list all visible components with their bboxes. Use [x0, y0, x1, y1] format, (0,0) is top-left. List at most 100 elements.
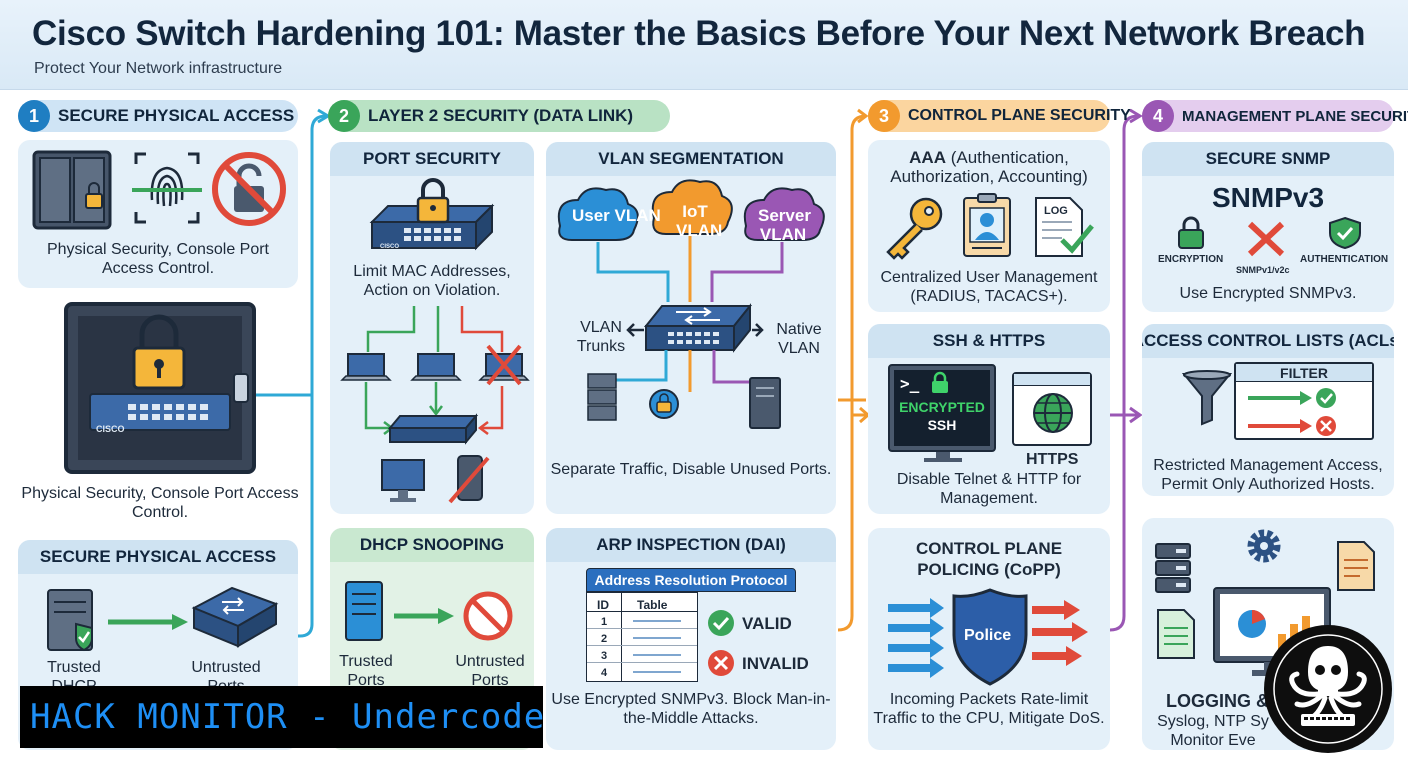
logging-panel: LOGGING & M Syslog, NTP Sy Monitor Eve — [1142, 518, 1394, 750]
step-number: 3 — [868, 100, 900, 132]
arp-row-id: 4 — [601, 667, 608, 679]
vlan-segmentation-panel: VLAN SEGMENTATION User VLAN IoT VLAN Ser… — [546, 142, 836, 514]
column-header-management-plane: 4 MANAGEMENT PLANE SECURITY — [1142, 100, 1408, 132]
police-shield-label: Police — [964, 627, 1012, 644]
invalid-label: INVALID — [742, 654, 809, 673]
panel-title: SECURE PHYSICAL ACCESS — [18, 540, 298, 574]
gear-icon — [1247, 529, 1281, 563]
no-unlock-icon — [212, 152, 286, 226]
log-file-icon — [1157, 609, 1195, 659]
log-document-icon — [1035, 197, 1094, 257]
server-icon — [47, 589, 93, 652]
step-number: 4 — [1142, 100, 1174, 132]
page-subtitle: Protect Your Network infrastructure — [34, 60, 283, 77]
step-number: 2 — [328, 100, 360, 132]
column-title: CONTROL PLANE SECURITY — [908, 107, 1131, 124]
watermark-banner: HACK MONITOR - Undercode — [20, 686, 546, 748]
arp-row-id: 1 — [601, 616, 608, 628]
globe-icon — [1033, 393, 1073, 433]
ssh-label: SSH — [927, 417, 957, 433]
panel-title: SSH & HTTPS — [868, 324, 1110, 358]
arp-inspection-panel: ARP INSPECTION (DAI) Address Resolution … — [546, 528, 836, 750]
dhcp-server-icon — [345, 581, 383, 641]
title-bar: Cisco Switch Hardening 101: Master the B… — [0, 0, 1408, 90]
column-header-physical: 1 SECURE PHYSICAL ACCESS — [18, 100, 298, 132]
arp-col-id: ID — [597, 598, 609, 612]
column-title: SECURE PHYSICAL ACCESS — [58, 106, 295, 125]
filter-results — [1248, 388, 1336, 436]
authentication-label: AUTHENTICATION — [1300, 254, 1389, 265]
encrypted-label: ENCRYPTED — [899, 399, 985, 415]
key-icon — [886, 197, 943, 260]
copp-panel: CONTROL PLANE POLICING (CoPP) Police Inc… — [868, 528, 1110, 750]
green-arrow-icon — [394, 608, 454, 624]
panel-title: DHCP SNOOPING — [330, 528, 534, 562]
arp-row-id: 3 — [601, 650, 608, 662]
green-arrow-icon — [108, 614, 188, 630]
octopus-logo-icon — [1264, 625, 1392, 753]
aaa-title-rest: (Authentication, Authorization, Accounti… — [890, 148, 1088, 186]
physical-access-caption: Physical Security, Console Port Access C… — [46, 241, 269, 277]
log-label: LOG — [1044, 205, 1068, 217]
x-circle-icon — [708, 650, 734, 676]
panel-title: SECURE SNMP — [1142, 142, 1394, 176]
switch-icon — [191, 586, 279, 648]
acl-caption: Restricted Management Access, Permit Onl… — [1153, 457, 1383, 493]
rack-caption: Physical Security, Console Port Access C… — [21, 485, 299, 521]
panel-title: VLAN SEGMENTATION — [546, 142, 836, 176]
rack-brand-label: CISCO — [96, 424, 125, 434]
arp-table: ID Table 1 2 3 4 — [586, 592, 698, 682]
switch-brand-label: CISCO — [380, 244, 400, 250]
ssh-terminal: >_ ENCRYPTED SSH — [888, 364, 996, 452]
physical-access-panel: Physical Security, Console Port Access C… — [18, 140, 298, 288]
iot-vlan-label: IoT VLAN — [676, 202, 723, 240]
check-circle-icon — [708, 610, 734, 636]
snmp-caption: Use Encrypted SNMPv3. — [1179, 285, 1357, 302]
locked-switch-icon — [369, 178, 495, 251]
step-number: 1 — [18, 100, 50, 132]
user-vlan-label: User VLAN — [572, 206, 661, 225]
logging-caption: Syslog, NTP Sy Monitor Eve — [1157, 713, 1269, 749]
watermark-text: HACK MONITOR - Undercode — [30, 697, 546, 737]
filter-box: FILTER — [1234, 362, 1374, 440]
vlan-trunks-label: VLAN Trunks — [576, 319, 626, 355]
fingerprint-icon — [132, 152, 202, 224]
cabinet-icon — [32, 150, 112, 230]
snmpv3-heading: SNMPv3 — [1211, 182, 1325, 213]
trusted-ports-label: Trusted Ports — [339, 653, 393, 689]
arp-col-table: Table — [637, 598, 668, 612]
valid-label: VALID — [742, 614, 792, 633]
column-header-layer2: 2 LAYER 2 SECURITY (DATA LINK) — [328, 100, 670, 132]
ssh-caption: Disable Telnet & HTTP for Management. — [896, 471, 1082, 507]
native-vlan-label: Native VLAN — [776, 321, 822, 357]
lock-icon — [932, 371, 948, 393]
panel-title: ACCESS CONTROL LISTS (ACLs) — [1142, 324, 1394, 358]
column-title: MANAGEMENT PLANE SECURITY — [1182, 107, 1408, 125]
ssh-https-panel: SSH & HTTPS >_ ENCRYPTED SSH HTTPS Disab… — [868, 324, 1110, 514]
https-label: HTTPS — [1026, 451, 1079, 468]
logging-title: LOGGING & M — [1166, 691, 1289, 711]
arp-caption: Use Encrypted SNMPv3. Block Man-in-the-M… — [551, 691, 831, 727]
locked-rack-icon — [64, 302, 256, 474]
column-header-control-plane: 3 CONTROL PLANE SECURITY — [868, 100, 1131, 132]
aaa-bold: AAA — [909, 148, 946, 167]
filter-label: FILTER — [1280, 365, 1328, 381]
green-shield-icon — [1329, 216, 1361, 250]
encryption-label: ENCRYPTION — [1158, 254, 1224, 265]
panel-title: ARP INSPECTION (DAI) — [546, 528, 836, 562]
funnel-icon — [1181, 370, 1233, 426]
server-stack-icon — [1155, 543, 1191, 593]
terminal-prompt: >_ — [900, 374, 920, 393]
vlan-caption: Separate Traffic, Disable Unused Ports. — [550, 461, 832, 478]
aaa-panel: AAA (Authentication, Authorization, Acco… — [868, 140, 1110, 312]
vlan-diagram — [557, 179, 825, 429]
port-security-panel: PORT SECURITY CISCO Limit MAC Addresses,… — [330, 142, 534, 514]
acl-panel: ACCESS CONTROL LISTS (ACLs) FILTER Restr… — [1142, 324, 1394, 496]
blocked-icon — [463, 591, 513, 641]
untrusted-ports-label: Untrusted Ports — [455, 653, 525, 689]
monitor-stand — [924, 452, 962, 462]
arp-row-id: 2 — [601, 633, 608, 645]
secure-snmp-panel: SECURE SNMP SNMPv3 ENCRYPTION SNMPv1/v2c… — [1142, 142, 1394, 312]
copp-caption: Incoming Packets Rate-limit Traffic to t… — [873, 691, 1105, 727]
port-security-diagram — [340, 306, 530, 504]
